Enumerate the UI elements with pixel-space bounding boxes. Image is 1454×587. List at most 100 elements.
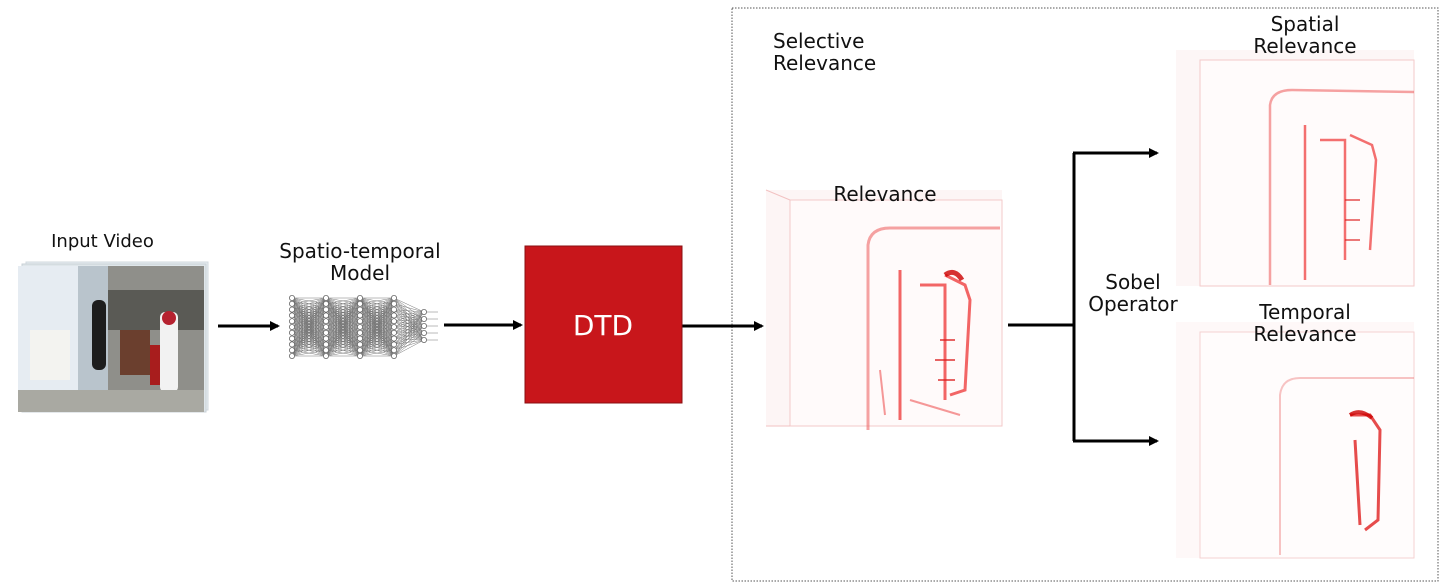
dtd-label: DTD [573, 309, 633, 342]
nn-node [322, 323, 329, 330]
nn-edge [291, 338, 327, 357]
nn-edge [393, 332, 425, 339]
nn-edge [291, 332, 327, 357]
nn-edge [359, 297, 395, 357]
nn-edge [325, 321, 361, 357]
nn-edge [325, 297, 361, 339]
nn-edge [325, 338, 361, 357]
nn-node [288, 312, 295, 319]
nn-edge [393, 318, 425, 357]
nn-edge [325, 332, 361, 357]
nn-edge [393, 325, 425, 345]
nn-node [288, 329, 295, 336]
nn-edge [393, 311, 425, 357]
nn-node [322, 312, 329, 319]
nn-node [420, 322, 427, 329]
nn-edge [359, 297, 395, 345]
nn-edge [325, 315, 361, 357]
nn-node [288, 352, 295, 359]
nn-node [390, 294, 397, 301]
nn-node [356, 352, 363, 359]
nn-edge [393, 311, 425, 339]
nn-node [322, 318, 329, 325]
selective-relevance-label: Selective Relevance [773, 30, 876, 74]
temporal-line2: Relevance [1253, 322, 1357, 346]
nn-edge [359, 297, 395, 316]
nn-edge [325, 297, 361, 328]
nn-edge [393, 318, 425, 339]
nn-edge [325, 297, 361, 316]
nn-node [288, 341, 295, 348]
nn-edge [393, 311, 425, 345]
nn-node [356, 294, 363, 301]
nn-edge [325, 309, 361, 357]
nn-edge [325, 349, 361, 357]
nn-edge [359, 297, 395, 339]
nn-edge [359, 297, 395, 310]
nn-edge [325, 303, 361, 357]
nn-edge [359, 326, 395, 357]
nn-node [390, 323, 397, 330]
nn-edge [291, 349, 327, 357]
nn-node [322, 294, 329, 301]
nn-edge [325, 297, 361, 305]
spatial-line2: Relevance [1253, 34, 1357, 58]
nn-edge [291, 297, 327, 351]
nn-edge [393, 303, 425, 313]
sobel-operator-label: Sobel Operator [1078, 271, 1188, 315]
nn-edge [359, 309, 395, 357]
nn-node [356, 347, 363, 354]
nn-edge [393, 297, 425, 313]
nn-node [322, 335, 329, 342]
nn-edge [291, 326, 327, 357]
selective-relevance-line2: Relevance [773, 51, 877, 75]
nn-edge [393, 332, 425, 357]
nn-node [288, 300, 295, 307]
nn-edge [393, 332, 425, 351]
nn-edge [359, 297, 395, 305]
nn-node [322, 352, 329, 359]
nn-edge [325, 297, 361, 333]
nn-edge [359, 297, 395, 322]
nn-edge [291, 309, 327, 357]
nn-edge [359, 338, 395, 357]
nn-node [288, 306, 295, 313]
input-video-label: Input Video [51, 231, 154, 252]
nn-edge [325, 297, 361, 310]
nn-edge [359, 303, 395, 357]
nn-edge [393, 325, 425, 351]
nn-edge [393, 311, 425, 316]
nn-edge [393, 332, 425, 345]
nn-node [288, 323, 295, 330]
nn-edge [359, 349, 395, 357]
nn-edge [359, 344, 395, 357]
nn-node [356, 329, 363, 336]
nn-edge [291, 297, 327, 339]
nn-edge [393, 311, 425, 328]
nn-node [390, 329, 397, 336]
nn-edge [325, 297, 361, 345]
nn-edge [291, 297, 327, 357]
nn-node [288, 335, 295, 342]
nn-edge [291, 303, 327, 357]
nn-node [420, 315, 427, 322]
nn-edge [393, 309, 425, 313]
nn-node [288, 347, 295, 354]
spatial-line1: Spatial [1270, 12, 1340, 36]
nn-node [390, 306, 397, 313]
model-label: Spatio-temporal Model [260, 240, 460, 284]
nn-edge [291, 344, 327, 357]
nn-edge [291, 297, 327, 345]
nn-node [322, 347, 329, 354]
nn-node [420, 329, 427, 336]
nn-node [390, 347, 397, 354]
dtd-box [524, 245, 683, 404]
nn-node [322, 329, 329, 336]
nn-edge [393, 318, 425, 351]
nn-edge [291, 297, 327, 305]
temporal-relevance-label: Temporal Relevance [1230, 301, 1380, 345]
nn-edge [359, 297, 395, 328]
nn-node [390, 335, 397, 342]
nn-edge [291, 297, 327, 316]
relevance-label: Relevance [833, 182, 937, 206]
